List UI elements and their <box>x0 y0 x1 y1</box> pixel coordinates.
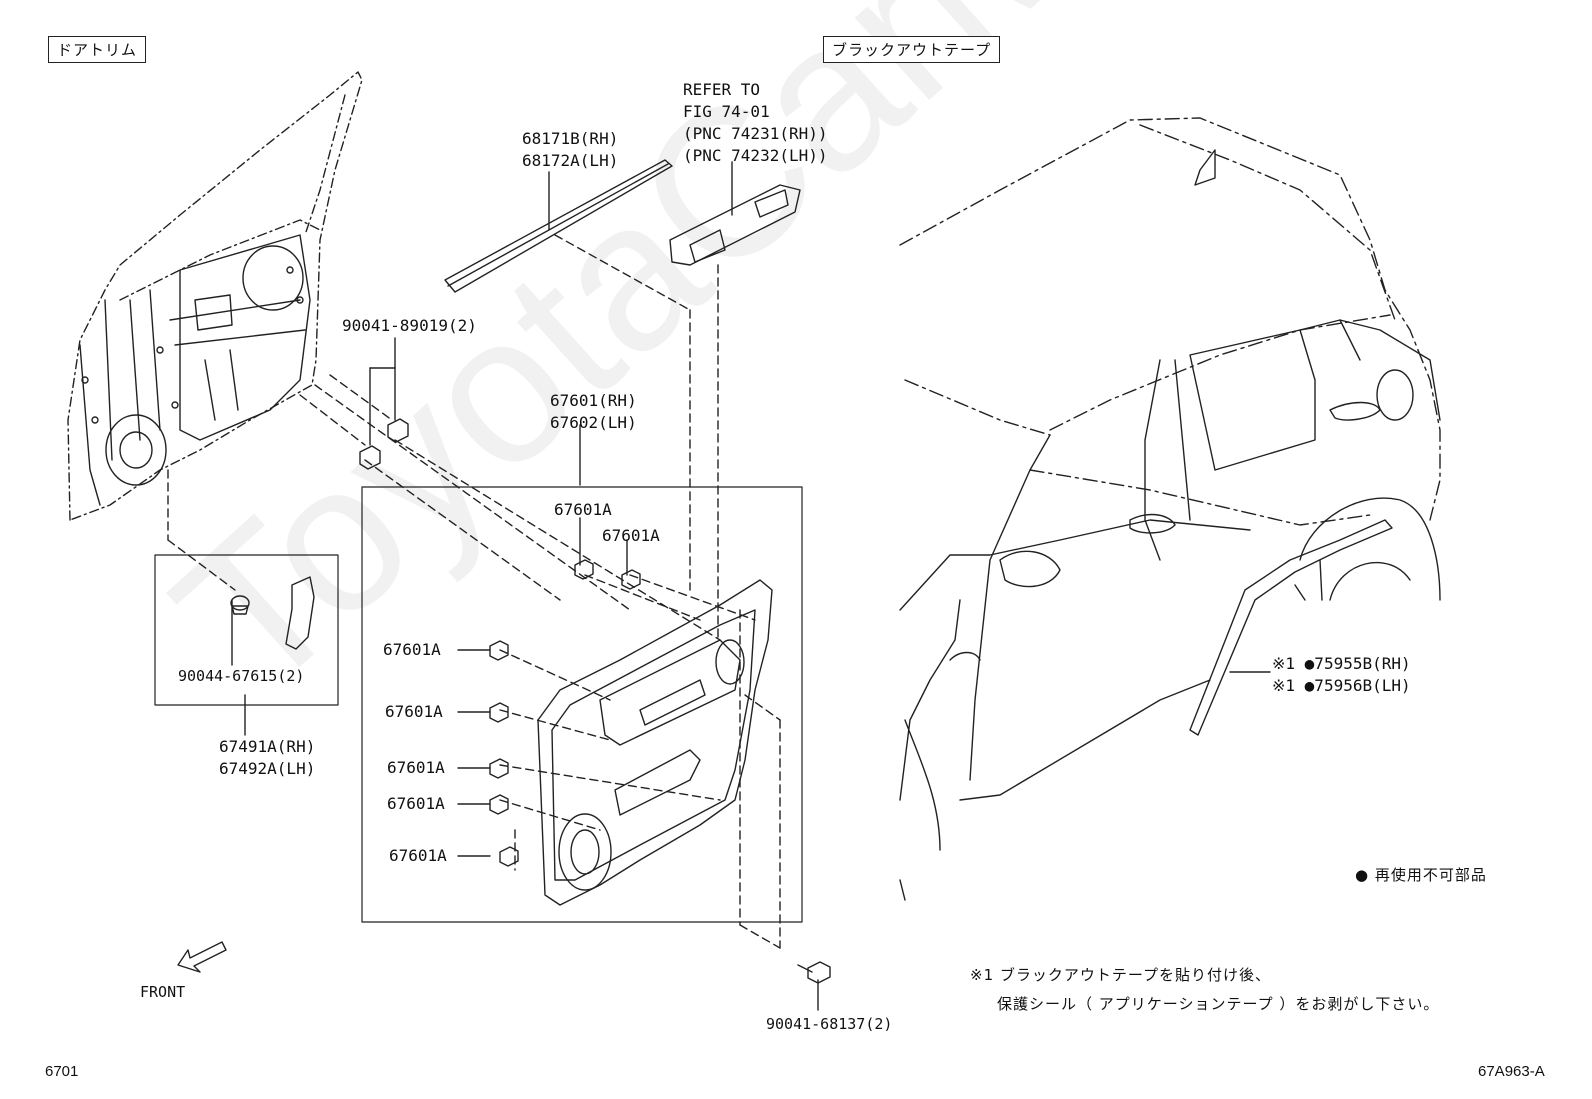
part-68171b-label: 68171B(RH) <box>522 129 619 148</box>
part-67601a-label-1: 67601A <box>554 500 612 519</box>
part-67601a-label-5: 67601A <box>387 758 445 777</box>
refer-line-2: FIG 74-01 <box>683 102 770 121</box>
weatherstrip-illustration <box>444 159 673 293</box>
screw-illustration <box>797 961 831 984</box>
part-67601a-label-4: 67601A <box>385 702 443 721</box>
part-67601a-label-6: 67601A <box>387 794 445 813</box>
cover-67491a-illustration <box>230 576 315 650</box>
door-frame-illustration <box>67 71 363 521</box>
part-90041-68137-label: 90041-68137(2) <box>766 1015 893 1033</box>
part-75955b-label: ※1 ●75955B(RH) <box>1272 654 1411 673</box>
part-67492a-label: 67492A(LH) <box>219 759 316 778</box>
front-arrow-icon <box>177 941 227 973</box>
clip-90041-89019-illustration <box>359 418 409 470</box>
part-67602-label: 67602(LH) <box>550 413 637 432</box>
figure-code: 67A963-A <box>1478 1063 1545 1080</box>
part-67601a-label-7: 67601A <box>389 846 447 865</box>
part-75956b-label: ※1 ●75956B(LH) <box>1272 676 1411 695</box>
refer-line-3: (PNC 74231(RH)) <box>683 124 828 143</box>
door-trim-panel-illustration <box>537 579 773 906</box>
push-clip-illustrations <box>489 559 641 867</box>
callout-lines <box>231 161 1271 1011</box>
page-number: 6701 <box>45 1063 79 1080</box>
part-67491a-label: 67491A(RH) <box>219 737 316 756</box>
blackout-tape-heading: ブラックアウトテープ <box>823 36 1001 63</box>
leader-lines <box>167 234 781 949</box>
part-67601-label: 67601(RH) <box>550 391 637 410</box>
note-line-2: 保護シール（ アプリケーションテープ ）をお剥がし下さい。 <box>997 995 1440 1013</box>
car-body-outline <box>899 117 1441 526</box>
cover-detail-box <box>154 554 339 706</box>
part-67601a-label-2: 67601A <box>602 526 660 545</box>
non-reusable-legend: ● 再使用不可部品 <box>1355 866 1487 884</box>
door-panel-box <box>361 486 803 923</box>
part-67601a-label-3: 67601A <box>383 640 441 659</box>
refer-line-4: (PNC 74232(LH)) <box>683 146 828 165</box>
front-label: FRONT <box>140 983 186 1001</box>
part-90041-89019-label: 90041-89019(2) <box>342 316 477 335</box>
part-68172a-label: 68172A(LH) <box>522 151 619 170</box>
switch-base-illustration <box>669 184 801 266</box>
door-trim-heading: ドアトリム <box>48 36 147 63</box>
refer-line-1: REFER TO <box>683 80 761 99</box>
part-90044-67615-label: 90044-67615(2) <box>178 667 305 685</box>
note-line-1: ※1 ブラックアウトテープを貼り付け後、 <box>970 966 1271 984</box>
car-body-lines <box>899 149 1441 901</box>
